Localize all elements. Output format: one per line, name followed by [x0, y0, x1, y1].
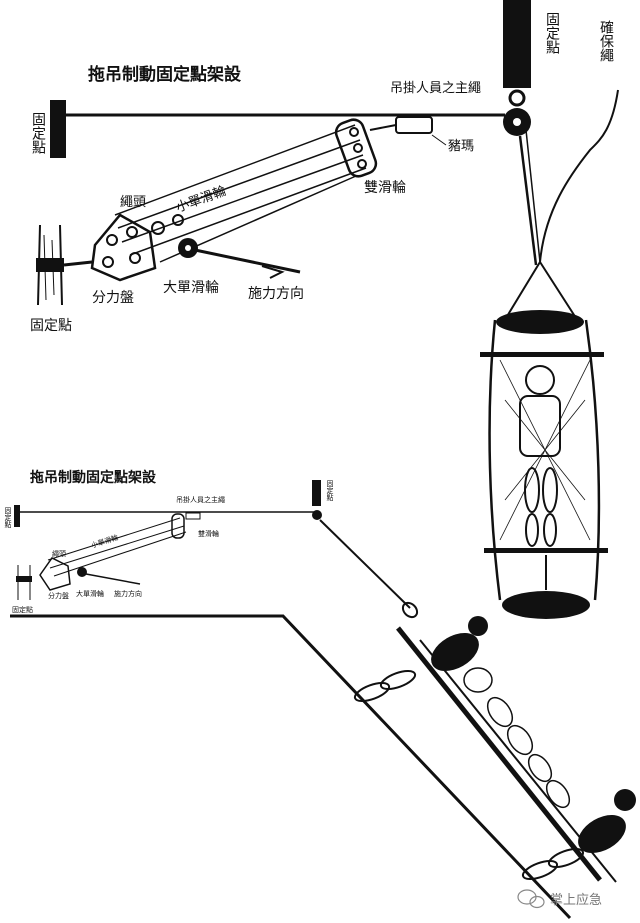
- left-anchor-label: 固定點: [30, 112, 46, 154]
- vertical-main-rope: [518, 135, 538, 266]
- safety-rope-label: 確保繩: [598, 20, 614, 62]
- large-pulley-label: 大單滑輪: [163, 279, 219, 296]
- double-pulley-icon: [334, 118, 378, 178]
- lower-top-pulley-icon: [312, 510, 322, 520]
- lower-diagonal-rope: [319, 519, 411, 609]
- stretcher-head-bag-icon: [496, 310, 584, 334]
- left-anchor-block: [50, 100, 66, 158]
- top-anchor-block: [503, 0, 531, 88]
- pig-hitch-label: 豬瑪: [448, 139, 474, 154]
- lower-diagram: 拖吊制動固定點架設 固定點 固定點 吊掛人員之主繩 繩頭 小單滑輪 雙滑輪 分力…: [4, 469, 636, 920]
- pig-hitch-device-icon: [395, 116, 433, 134]
- watermark-text: 掌上应急: [550, 892, 602, 908]
- safety-rope: [539, 89, 619, 263]
- double-pulley-label: 雙滑輪: [364, 179, 406, 196]
- upper-title: 拖吊制動固定點架設: [88, 64, 242, 85]
- diagonal-stretcher: [353, 616, 636, 883]
- lower-pull-direction-label: 施力方向: [114, 589, 142, 598]
- lower-pig-hitch-icon: [185, 512, 201, 520]
- anchor-carabiner-icon: [508, 89, 526, 107]
- vertical-stretcher: [480, 261, 608, 619]
- pull-rope: [194, 248, 301, 274]
- pig-hitch-leader: [431, 134, 447, 146]
- vertical-tail-rope: [525, 129, 541, 263]
- lower-large-pulley-label: 大單滑輪: [76, 589, 104, 598]
- lower-top-anchor-label: 固定點: [326, 480, 334, 502]
- lower-left-anchor-block: [14, 505, 20, 527]
- patient-head-icon: [525, 365, 555, 395]
- watermark: 掌上应急: [517, 889, 602, 909]
- lower-top-anchor-block: [312, 480, 321, 506]
- pull-direction-label: 施力方向: [248, 286, 304, 302]
- lower-double-pulley-label: 雙滑輪: [198, 529, 219, 538]
- stretcher-foot-bag-icon: [502, 591, 590, 619]
- lower-title: 拖吊制動固定點架設: [30, 469, 157, 486]
- lower-stretcher-head-bag-icon: [431, 633, 479, 671]
- rope-head-label: 繩頭: [120, 195, 146, 210]
- upper-diagram: 拖吊制動固定點架設 固定點 固定點 確保繩 吊掛人員之主繩 豬瑪: [30, 0, 619, 619]
- main-rope-label: 吊掛人員之主繩: [390, 81, 481, 96]
- double-pulley-assembly: [114, 118, 397, 263]
- pull-direction-arrow-icon: [261, 265, 285, 279]
- lower-tree-anchor-label: 固定點: [12, 605, 33, 614]
- load-plate-label: 分力盤: [92, 290, 134, 306]
- cliff-edge-line: [10, 614, 572, 920]
- load-plate-icon: [90, 213, 157, 282]
- lower-load-plate-label: 分力盤: [48, 591, 69, 600]
- top-anchor-label: 固定點: [544, 12, 560, 54]
- lower-stretcher-foot-bag-icon: [578, 815, 626, 853]
- small-pulley-label: 小單滑輪: [174, 183, 228, 216]
- tree-anchor-icon: [36, 224, 93, 306]
- patient-body-icon: [519, 395, 561, 457]
- lower-main-rope-label: 吊掛人員之主繩: [176, 495, 225, 504]
- lower-rope-head-label: 繩頭: [52, 549, 66, 558]
- load-plate-assembly: [90, 213, 198, 282]
- top-pulley-axle-icon: [513, 118, 521, 126]
- tree-anchor-label: 固定點: [30, 318, 72, 334]
- lower-left-anchor-label: 固定點: [4, 507, 12, 529]
- lower-pulley-assembly: [16, 513, 187, 600]
- small-single-pulley-icon: [151, 221, 165, 235]
